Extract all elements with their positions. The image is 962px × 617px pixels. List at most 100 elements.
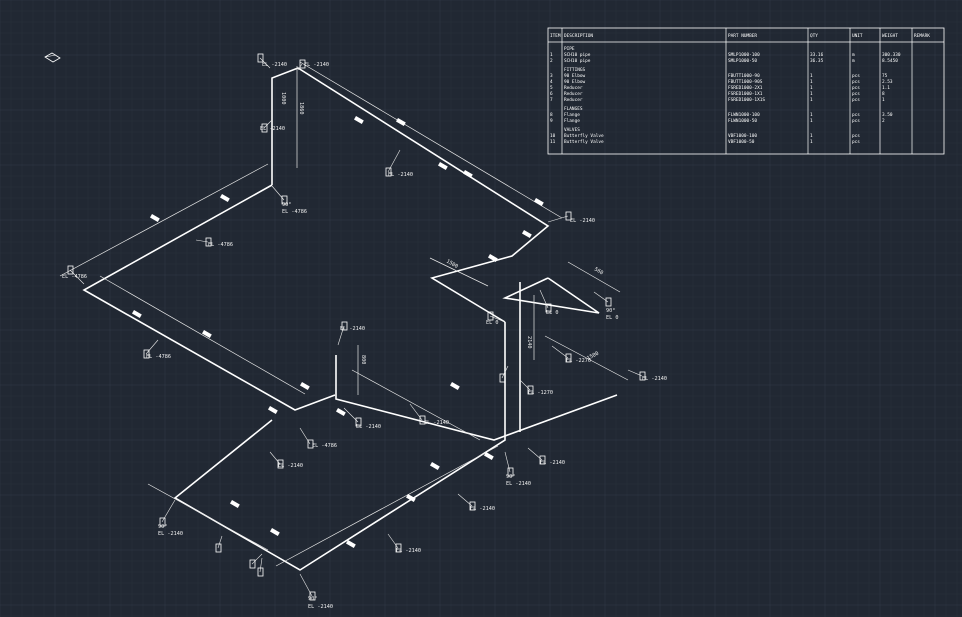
bom-cell: 11 bbox=[550, 139, 556, 145]
bom-cell: VBF1000-100 bbox=[728, 133, 757, 139]
bom-cell: 8.5450 bbox=[882, 58, 898, 64]
bom-cell: 1 bbox=[810, 139, 813, 145]
callout-tag bbox=[307, 439, 314, 449]
bom-cell: 1 bbox=[550, 52, 553, 58]
elevation-label: EL -2140 bbox=[158, 531, 183, 537]
bom-section-title: VALVES bbox=[564, 127, 580, 133]
elevation-label: EL -4786 bbox=[282, 209, 307, 215]
leader-line bbox=[69, 269, 85, 285]
dimension-marker bbox=[463, 170, 473, 178]
dimension-marker bbox=[220, 193, 230, 202]
leader-line bbox=[337, 325, 345, 346]
leader-line bbox=[145, 339, 159, 355]
elevation-label: EL -2140 bbox=[304, 62, 329, 68]
callout-tag bbox=[419, 415, 426, 425]
leader-line bbox=[489, 315, 506, 323]
elevation-label: EL -2140 bbox=[506, 481, 531, 487]
bom-cell: 90 Elbow bbox=[564, 73, 586, 79]
callout-tag bbox=[215, 543, 222, 553]
bom-cell: 1 bbox=[882, 97, 885, 103]
bom-cell: 36.35 bbox=[810, 58, 824, 64]
bom-cell: SCH10 pipe bbox=[564, 58, 591, 64]
dimension-label: 1860 bbox=[298, 102, 304, 115]
dimension-marker bbox=[132, 309, 142, 318]
elevation-label: EL 0 bbox=[606, 315, 619, 321]
callout-tag bbox=[469, 501, 476, 511]
bom-cell: SMLP1000-100 bbox=[728, 52, 760, 58]
bom-cell: m bbox=[852, 53, 855, 58]
dimension-marker bbox=[346, 540, 356, 548]
bom-cell: 2.53 bbox=[882, 79, 893, 85]
bom-header-cell: UNIT bbox=[852, 33, 863, 39]
bom-cell: FLWN1000-100 bbox=[728, 112, 760, 118]
leader-line bbox=[547, 215, 569, 223]
bom-header-cell: DESCRIPTION bbox=[564, 33, 593, 39]
bom-cell: SMLP1000-50 bbox=[728, 58, 757, 64]
bom-cell: pcs bbox=[852, 140, 860, 145]
bom-cell: 3.50 bbox=[882, 112, 893, 118]
callout-tag bbox=[565, 211, 572, 221]
callout-tag bbox=[159, 517, 166, 527]
dimension-marker bbox=[430, 461, 440, 470]
bom-cell: pcs bbox=[852, 86, 860, 91]
bom-cell: FSRED1000-1X1S bbox=[728, 97, 765, 103]
bom-section-title: FITTINGS bbox=[564, 67, 586, 73]
angle-label: 90° bbox=[308, 596, 317, 602]
callout-tag bbox=[277, 459, 284, 469]
bom-cell: 300.330 bbox=[882, 52, 901, 58]
bom-cell: 8 bbox=[550, 112, 553, 118]
elevation-label: EL -2140 bbox=[308, 604, 333, 610]
elevation-label: EL -2140 bbox=[388, 172, 413, 178]
bom-cell: SCH10 pipe bbox=[564, 52, 591, 58]
bom-cell: Butterfly Valve bbox=[564, 133, 604, 139]
bom-header-cell: REMARK bbox=[914, 33, 930, 39]
callout-tag bbox=[565, 353, 572, 363]
elevation-label: EL -2140 bbox=[262, 62, 287, 68]
bom-cell: 1 bbox=[810, 118, 813, 124]
callout-tag bbox=[257, 53, 264, 63]
dimension-label: 560 bbox=[593, 267, 604, 277]
bom-cell: 2 bbox=[882, 118, 885, 124]
bom-cell: 3 bbox=[550, 73, 553, 79]
callout-tag bbox=[67, 265, 74, 275]
elevation-label: EL -2140 bbox=[278, 463, 303, 469]
dimension-marker bbox=[150, 214, 160, 222]
leader-line bbox=[251, 553, 263, 565]
leader-line bbox=[387, 533, 399, 549]
callout-tag bbox=[605, 297, 612, 307]
dimension-label: 800 bbox=[360, 355, 366, 364]
elevation-label: EL 0 bbox=[486, 320, 499, 326]
bom-cell: 75 bbox=[882, 73, 888, 79]
leader-line bbox=[551, 345, 569, 359]
callout-tag bbox=[205, 237, 212, 247]
bom-cell: Reducer bbox=[564, 91, 583, 97]
elevation-label: EL -2140 bbox=[396, 548, 421, 554]
elevation-label: EL -2140 bbox=[570, 218, 595, 224]
elevation-label: EL -2140 bbox=[260, 126, 285, 132]
dimension-marker bbox=[396, 118, 406, 126]
callout-tag bbox=[309, 591, 316, 601]
callout-tag bbox=[281, 195, 288, 205]
bom-cell: pcs bbox=[852, 92, 860, 97]
dimension-marker bbox=[268, 405, 278, 414]
callout-tag bbox=[527, 385, 534, 395]
elevation-label: EL -1270 bbox=[528, 390, 553, 396]
angle-label: 90° bbox=[506, 474, 515, 480]
leader-line bbox=[217, 535, 223, 549]
bom-header-cell: WEIGHT bbox=[882, 33, 898, 39]
bom-header-cell: QTY bbox=[810, 33, 818, 39]
elevation-label: EL -2140 bbox=[356, 424, 381, 430]
bom-cell: 1 bbox=[810, 73, 813, 79]
bom-section-title: FLANGES bbox=[564, 106, 583, 112]
leader-line bbox=[504, 451, 511, 473]
bom-cell: Flange bbox=[564, 118, 580, 124]
callout-tag bbox=[341, 321, 348, 331]
dimension-label: 1000 bbox=[280, 92, 286, 105]
callout-tag bbox=[545, 303, 552, 313]
bom-cell: 10 bbox=[550, 133, 556, 139]
leader-line bbox=[539, 289, 549, 309]
bom-cell: pcs bbox=[852, 119, 860, 124]
